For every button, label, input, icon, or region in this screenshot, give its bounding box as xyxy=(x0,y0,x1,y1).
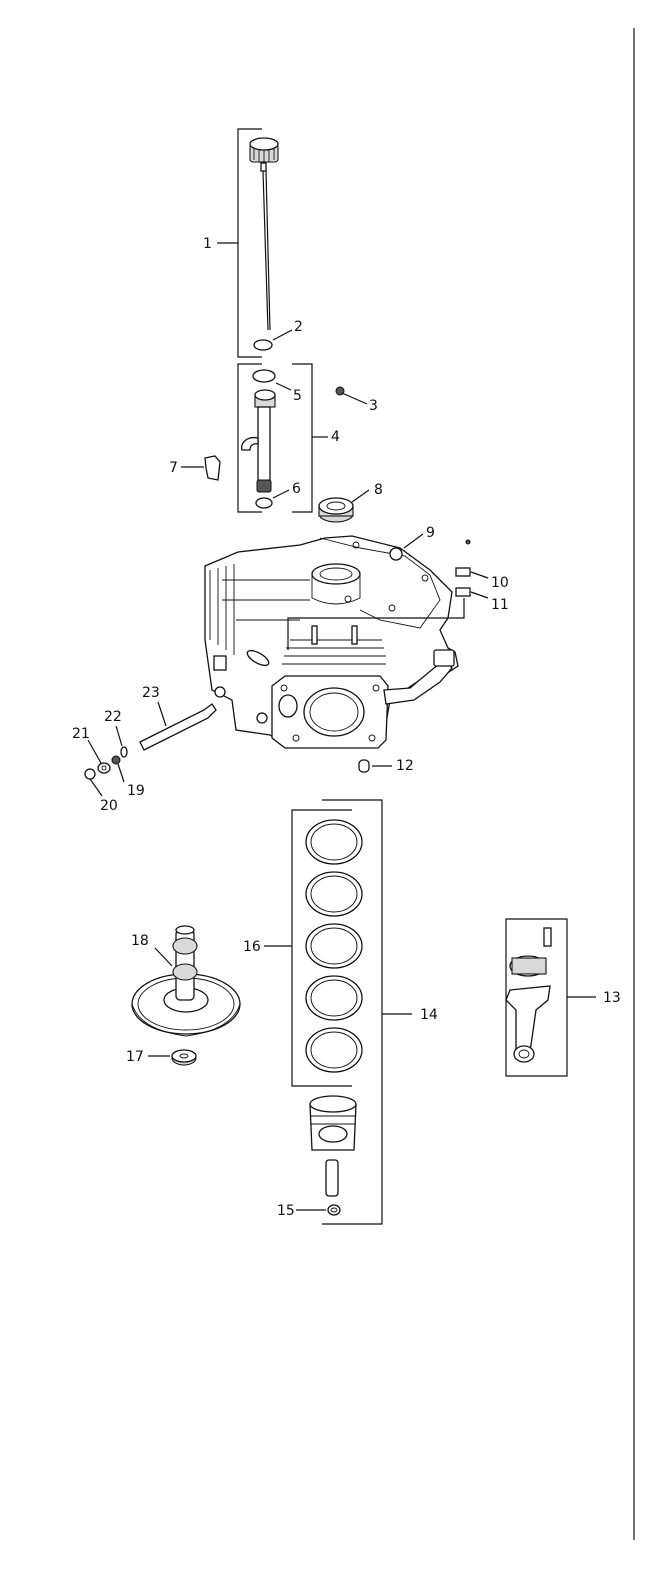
dowel-part-12 xyxy=(358,759,392,773)
callout-4: 4 xyxy=(331,429,340,445)
callout-22: 22 xyxy=(104,709,122,725)
callout-15: 15 xyxy=(277,1203,295,1219)
ring-part-22 xyxy=(115,725,128,758)
callout-5: 5 xyxy=(293,388,302,404)
screw-part-3 xyxy=(335,386,368,405)
oil-seal-part-8 xyxy=(318,489,370,523)
washer-part-21 xyxy=(87,739,111,774)
clip-part-10 xyxy=(455,567,489,579)
callout-10: 10 xyxy=(491,575,509,591)
callout-11: 11 xyxy=(491,597,509,613)
callout-6: 6 xyxy=(292,481,301,497)
callout-21: 21 xyxy=(72,726,90,742)
piston-ring-set xyxy=(291,799,383,1225)
bracket-part-7 xyxy=(181,455,221,481)
callout-17: 17 xyxy=(126,1049,144,1065)
callout-2: 2 xyxy=(294,319,303,335)
camshaft-gear-assembly xyxy=(131,925,241,1037)
callout-16: 16 xyxy=(243,939,261,955)
crankcase-cylinder-block xyxy=(204,535,459,749)
callout-13: 13 xyxy=(603,990,621,1006)
callout-9: 9 xyxy=(426,525,435,541)
callout-14: 14 xyxy=(420,1007,438,1023)
callout-1: 1 xyxy=(203,236,212,252)
callout-19: 19 xyxy=(127,783,145,799)
dipstick-tube-assembly xyxy=(237,363,313,513)
callout-8: 8 xyxy=(374,482,383,498)
thrust-washer-part-17 xyxy=(148,1049,197,1066)
piston-and-pin xyxy=(309,1095,357,1216)
callout-18: 18 xyxy=(131,933,149,949)
callout-3: 3 xyxy=(369,398,378,414)
breather-tube-part-23 xyxy=(139,701,217,751)
nut-part-19 xyxy=(111,755,125,783)
clip-part-11 xyxy=(287,587,489,650)
callout-labels: 1 2 3 4 5 6 7 8 9 10 11 12 13 14 15 16 1… xyxy=(72,236,621,1219)
dipstick-assembly xyxy=(237,128,279,358)
callout-7: 7 xyxy=(169,460,178,476)
callout-23: 23 xyxy=(142,685,160,701)
callout-12: 12 xyxy=(396,758,414,774)
connecting-rod-assembly xyxy=(505,918,568,1077)
washer-part-20 xyxy=(84,768,103,797)
callout-20: 20 xyxy=(100,798,118,814)
